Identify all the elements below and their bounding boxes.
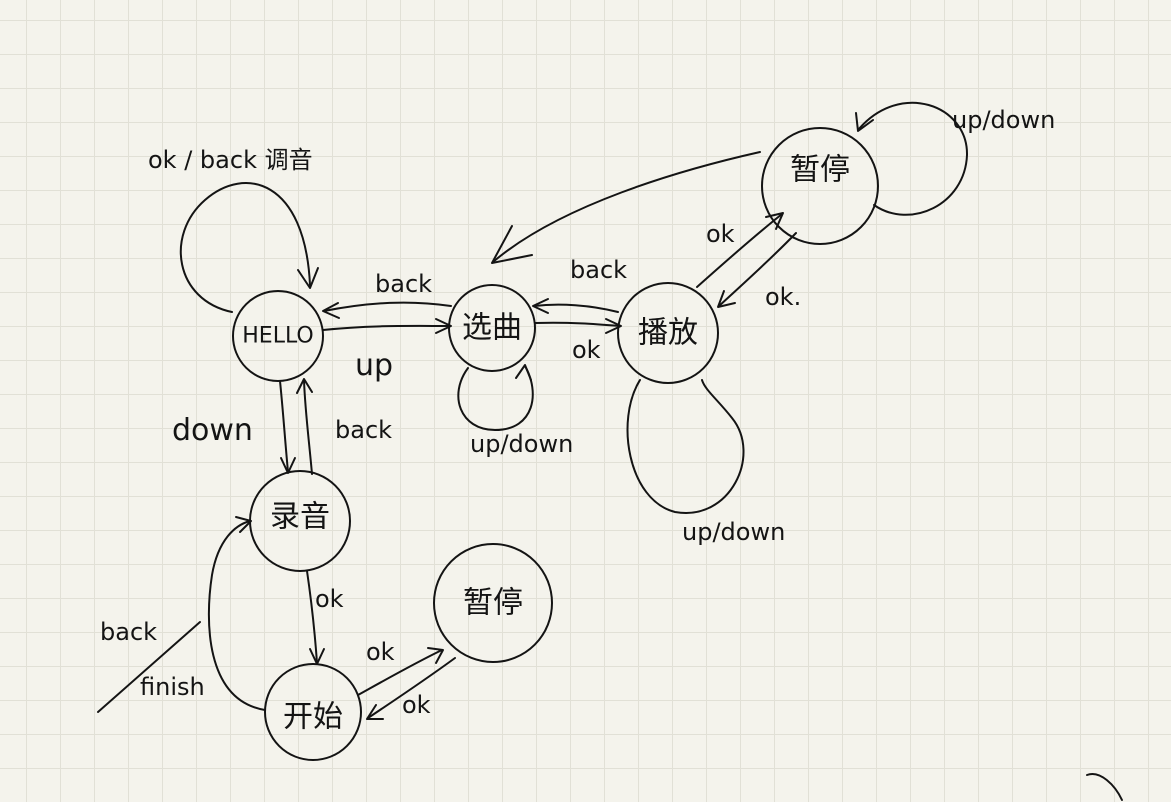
edge-select-self-label: up/down <box>470 430 573 458</box>
edge-pause-to-play-label: ok. <box>765 283 801 311</box>
edge-start-to-record: back finish <box>97 516 266 713</box>
edge-select-to-play-label: ok <box>572 336 601 364</box>
edge-record-to-hello-label: back <box>335 416 392 444</box>
edge-pause-to-start: ok <box>366 657 456 720</box>
edge-start-to-pause: ok <box>357 638 444 696</box>
edge-play-to-pause-label: ok <box>706 220 735 248</box>
edge-hello-to-select: up <box>322 318 452 383</box>
node-record-label: 录音 <box>270 500 330 535</box>
node-hello-label: HELLO <box>242 324 314 349</box>
edge-hello-to-record-label: down <box>172 413 253 448</box>
node-pause-top: 暂停 <box>761 127 879 245</box>
node-hello: HELLO <box>232 290 324 382</box>
edge-pause-self-label: up/down <box>952 106 1055 134</box>
edge-pause-self: up/down <box>855 101 1055 216</box>
edge-hello-to-select-label: up <box>355 348 393 383</box>
node-start-label: 开始 <box>283 700 343 735</box>
edge-play-to-pause: ok <box>696 212 784 288</box>
node-pause-bottom: 暂停 <box>433 543 553 663</box>
node-record: 录音 <box>249 470 351 572</box>
stray-stroke <box>1086 773 1123 801</box>
node-play-label: 播放 <box>638 316 698 351</box>
edge-record-to-start-label: ok <box>315 585 344 613</box>
node-play: 播放 <box>617 282 719 384</box>
edge-hello-self: ok / back 调音 <box>148 146 319 313</box>
node-pause-top-label: 暂停 <box>790 153 850 188</box>
node-pause-bottom-label: 暂停 <box>463 586 523 621</box>
edge-select-to-hello: back <box>322 270 452 319</box>
edge-play-self-label: up/down <box>682 518 785 546</box>
node-select-song: 选曲 <box>448 284 536 372</box>
edge-play-self: up/down <box>626 379 785 546</box>
edge-pause-to-start-label: ok <box>402 691 431 719</box>
edge-pause-to-play: ok. <box>717 232 801 311</box>
edge-start-to-pause-label: ok <box>366 638 395 666</box>
edge-record-to-hello: back <box>296 378 392 475</box>
edge-select-to-hello-label: back <box>375 270 432 298</box>
edge-select-to-play: ok <box>534 318 622 364</box>
edge-play-to-select-label: back <box>570 256 627 284</box>
edge-hello-self-label: ok / back 调音 <box>148 146 313 174</box>
edge-play-to-select: back <box>532 256 627 314</box>
edge-record-to-start: ok <box>306 570 344 665</box>
edge-hello-to-record: down <box>172 380 296 474</box>
edge-start-to-record-back-label: back <box>100 618 157 646</box>
edge-start-to-record-finish-label: finish <box>140 673 205 701</box>
edge-select-self: up/down <box>457 364 573 458</box>
node-start: 开始 <box>264 663 362 761</box>
node-select-song-label: 选曲 <box>462 311 522 346</box>
edge-pause-to-select <box>491 151 761 264</box>
